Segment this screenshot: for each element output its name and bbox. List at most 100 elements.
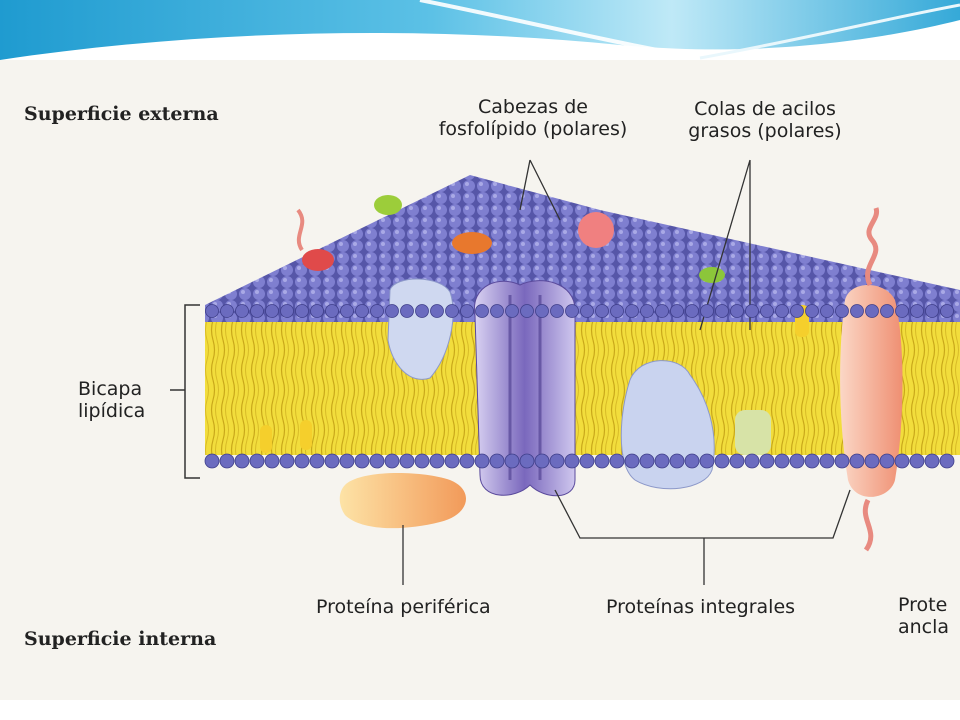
phospholipid-head [310, 304, 324, 318]
phospholipid-head [924, 453, 940, 469]
outer-surface-label: Superficie externa [24, 103, 219, 125]
phospholipid-head [415, 304, 429, 318]
phospholipid-head [670, 304, 684, 318]
phospholipid-head [250, 304, 264, 318]
phospholipid-head [849, 453, 865, 469]
phospholipid-head [219, 453, 235, 469]
anchor-protein [840, 285, 903, 497]
phospholipid-head [744, 453, 760, 469]
phospholipid-head [460, 304, 474, 318]
anchor-protein-label: Prote ancla [898, 594, 950, 638]
phospholipid-head [760, 304, 774, 318]
phospholipid-head [354, 453, 370, 469]
phospholipid-head [220, 304, 234, 318]
phospholipid-head [804, 453, 820, 469]
phospholipid-head [805, 304, 819, 318]
phospholipid-head [624, 453, 640, 469]
phospholipid-head [204, 453, 220, 469]
phospholipid-head [940, 304, 954, 318]
phospholipid-head [205, 304, 219, 318]
phospholipid-head [580, 304, 594, 318]
phospholipid-head [684, 453, 700, 469]
phospholipid-head [504, 453, 520, 469]
phospholipid-head [685, 304, 699, 318]
phospholipid-head [279, 453, 295, 469]
tails-leader [699, 159, 751, 331]
phospholipid-head [399, 453, 415, 469]
phospholipid-head [625, 304, 639, 318]
phospholipid-head [370, 304, 384, 318]
phospholipid-head [295, 304, 309, 318]
phospholipid-heads-label: Cabezas de fosfolípido (polares) [438, 96, 628, 140]
integral-proteins-label: Proteínas integrales [606, 596, 796, 618]
phospholipid-head [669, 453, 685, 469]
phospholipid-head [430, 304, 444, 318]
integral-leader [554, 489, 851, 585]
phospholipid-head [564, 453, 580, 469]
acyl-tails-label: Colas de acilos grasos (polares) [688, 98, 842, 142]
phospholipid-head [280, 304, 294, 318]
phospholipid-head [549, 453, 565, 469]
phospholipid-head [444, 453, 460, 469]
bilayer-bracket [184, 304, 200, 479]
phospholipid-head [714, 453, 730, 469]
phospholipid-head [489, 453, 505, 469]
phospholipid-head [700, 304, 714, 318]
phospholipid-head [565, 304, 579, 318]
phospholipid-head [775, 304, 789, 318]
phospholipid-head [414, 453, 430, 469]
phospholipid-head [369, 453, 385, 469]
phospholipid-head [579, 453, 595, 469]
phospholipid-head [550, 304, 564, 318]
phospholipid-head [490, 304, 504, 318]
phospholipid-head [639, 453, 655, 469]
slide-footer [0, 700, 960, 720]
phospholipid-head [925, 304, 939, 318]
lower-tail-layer [205, 385, 960, 455]
phospholipid-head [519, 453, 535, 469]
phospholipid-head [834, 453, 850, 469]
phospholipid-head [475, 304, 489, 318]
phospholipid-head [715, 304, 729, 318]
phospholipid-head [520, 304, 534, 318]
inner-head-row [204, 304, 955, 469]
phospholipid-head [654, 453, 670, 469]
heads-leader [519, 159, 561, 221]
phospholipid-head [939, 453, 955, 469]
phospholipid-head [835, 304, 849, 318]
phospholipid-head [655, 304, 669, 318]
phospholipid-head [340, 304, 354, 318]
phospholipid-head [745, 304, 759, 318]
phospholipid-head [505, 304, 519, 318]
phospholipid-head [850, 304, 864, 318]
phospholipid-head [895, 304, 909, 318]
phospholipid-head [235, 304, 249, 318]
phospholipid-head [595, 304, 609, 318]
phospholipid-head [609, 453, 625, 469]
phospholipid-head [610, 304, 624, 318]
phospholipid-head [400, 304, 414, 318]
phospholipid-head [820, 304, 834, 318]
phospholipid-head [324, 453, 340, 469]
phospholipid-head [759, 453, 775, 469]
inner-surface-label: Superficie interna [24, 628, 217, 650]
peripheral-protein-label: Proteína periférica [316, 596, 491, 618]
phospholipid-head [534, 453, 550, 469]
membrane-figure [0, 60, 960, 700]
phospholipid-head [699, 453, 715, 469]
phospholipid-head [535, 304, 549, 318]
upper-tail-layer [205, 315, 960, 385]
phospholipid-head [325, 304, 339, 318]
phospholipid-head [265, 304, 279, 318]
phospholipid-head [774, 453, 790, 469]
phospholipid-head [879, 453, 895, 469]
phospholipid-head [819, 453, 835, 469]
bilayer-label: Bicapa lipídica [78, 378, 146, 422]
phospholipid-head [640, 304, 654, 318]
phospholipid-head [309, 453, 325, 469]
phospholipid-head [459, 453, 475, 469]
phospholipid-head [789, 453, 805, 469]
phospholipid-head [249, 453, 265, 469]
phospholipid-head [594, 453, 610, 469]
phospholipid-head [384, 453, 400, 469]
